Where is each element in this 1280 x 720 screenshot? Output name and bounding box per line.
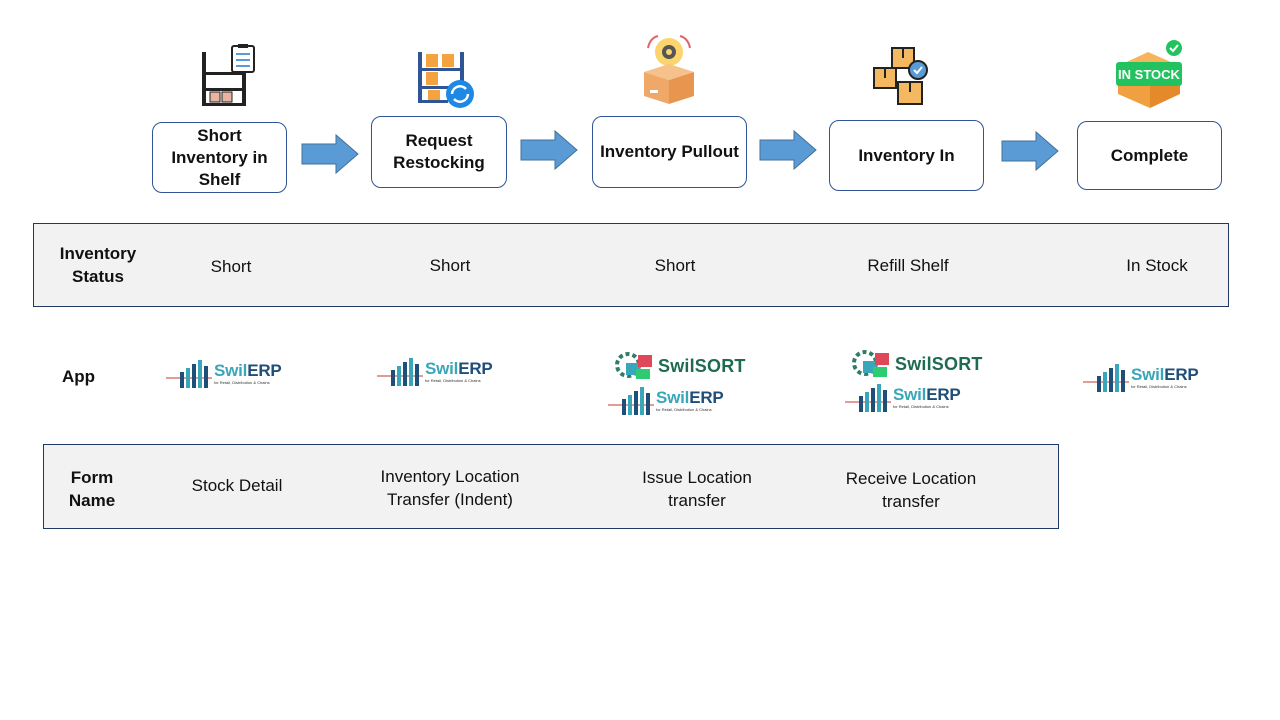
swilerp-mark-icon bbox=[166, 360, 212, 388]
stacked-boxes-icon bbox=[866, 40, 936, 110]
shelf-checklist-icon bbox=[190, 42, 260, 112]
shelf-restock-icon bbox=[410, 42, 480, 112]
step-request-restocking: Request Restocking bbox=[371, 116, 507, 188]
step-label: Request Restocking bbox=[393, 131, 485, 172]
form-name-cell: Stock Detail bbox=[191, 476, 283, 495]
swilsort-mark-icon bbox=[852, 350, 889, 377]
swilerp-logo: SwilERP for Retail, Distribution & Chain… bbox=[608, 385, 724, 415]
flow-arrow-2 bbox=[519, 129, 579, 171]
status-cell: Short bbox=[654, 256, 696, 275]
form-name-label: Form Name bbox=[68, 468, 116, 510]
swilsort-logo: SwilSORT bbox=[614, 351, 746, 381]
swilerp-logo: SwilERP for Retail, Distribution & Chain… bbox=[845, 382, 961, 412]
form-name-cell: Receive Location transfer bbox=[845, 469, 977, 511]
inventory-status-label: Inventory Status bbox=[59, 244, 137, 286]
form-name-band bbox=[43, 444, 1059, 529]
status-cell: Refill Shelf bbox=[867, 256, 949, 275]
step-label: Inventory In bbox=[858, 145, 955, 165]
in-stock-badge-text: IN STOCK bbox=[1118, 67, 1180, 82]
flow-arrow-4 bbox=[1000, 130, 1060, 172]
app-row-label: App bbox=[62, 367, 96, 386]
in-stock-box-icon: IN STOCK bbox=[1114, 38, 1184, 108]
swilerp-mark-icon bbox=[1083, 364, 1129, 392]
form-name-cell: Inventory Location Transfer (Indent) bbox=[380, 467, 520, 509]
step-label: Complete bbox=[1110, 145, 1189, 165]
swilerp-mark-icon bbox=[377, 358, 423, 386]
swilerp-mark-icon bbox=[845, 384, 891, 412]
status-cell: Short bbox=[210, 257, 252, 276]
swilerp-logo: SwilERP for Retail, Distribution & Chain… bbox=[377, 356, 493, 386]
box-gear-icon bbox=[634, 34, 704, 104]
step-label: Inventory Pullout bbox=[600, 142, 739, 161]
step-short-inventory: Short Inventory in Shelf bbox=[152, 122, 287, 193]
form-name-cell: Issue Location transfer bbox=[642, 468, 752, 510]
swilerp-logo: SwilERP for Retail, Distribution & Chain… bbox=[166, 358, 282, 388]
flow-arrow-3 bbox=[758, 129, 818, 171]
swilsort-logo: SwilSORT bbox=[851, 349, 983, 379]
inventory-status-band bbox=[33, 223, 1229, 307]
status-cell: In Stock bbox=[1126, 256, 1188, 275]
step-label: Short Inventory in Shelf bbox=[171, 125, 268, 189]
step-complete: Complete bbox=[1077, 121, 1222, 190]
swilsort-mark-icon bbox=[615, 352, 652, 379]
step-inventory-pullout: Inventory Pullout bbox=[592, 116, 747, 188]
swilerp-mark-icon bbox=[608, 387, 654, 415]
flow-arrow-1 bbox=[300, 133, 360, 175]
swilerp-logo: SwilERP for Retail, Distribution & Chain… bbox=[1083, 362, 1199, 392]
status-cell: Short bbox=[429, 256, 471, 275]
step-inventory-in: Inventory In bbox=[829, 120, 984, 191]
